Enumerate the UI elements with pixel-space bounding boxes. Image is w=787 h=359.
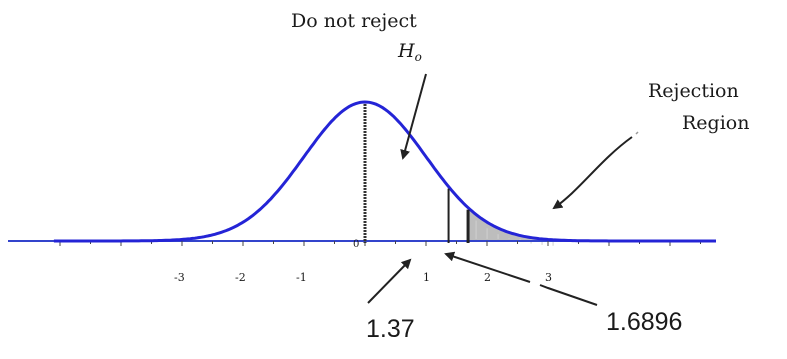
- rejection-label-line2: Region: [682, 112, 749, 134]
- x-axis-tick-label: -1: [296, 271, 307, 284]
- x-axis-tick-label: 2: [484, 271, 491, 284]
- x-axis-tick-label: 1: [423, 271, 430, 284]
- rejection-region-arrow: [552, 136, 633, 210]
- x-axis-tick-label: -2: [235, 271, 246, 284]
- do-not-reject-arrow: [400, 73, 427, 160]
- do-not-reject-label: Do not reject: [291, 10, 417, 32]
- test-statistic-value: 1.37: [366, 315, 415, 343]
- rejection-region-arrow-tail: [635, 131, 639, 135]
- critical-value-arrow: [446, 254, 598, 306]
- x-axis-tick-label: 3: [545, 271, 552, 284]
- null-hypothesis-symbol: Ho: [397, 40, 422, 64]
- null-hypothesis-letter: H: [397, 40, 415, 62]
- normal-distribution-curve: [53, 100, 716, 243]
- rejection-label-line1: Rejection: [648, 80, 739, 102]
- x-axis-tick-label: -3: [174, 271, 185, 284]
- test-statistic-arrow: [367, 258, 412, 304]
- origin-tick-label: 0: [353, 239, 359, 250]
- rejection-region-area: [468, 207, 716, 241]
- x-axis-tick-labels: -3 -2 -1 1 2 3: [174, 271, 552, 284]
- critical-value-label: 1.6896: [606, 308, 682, 336]
- null-hypothesis-subscript: o: [415, 50, 422, 64]
